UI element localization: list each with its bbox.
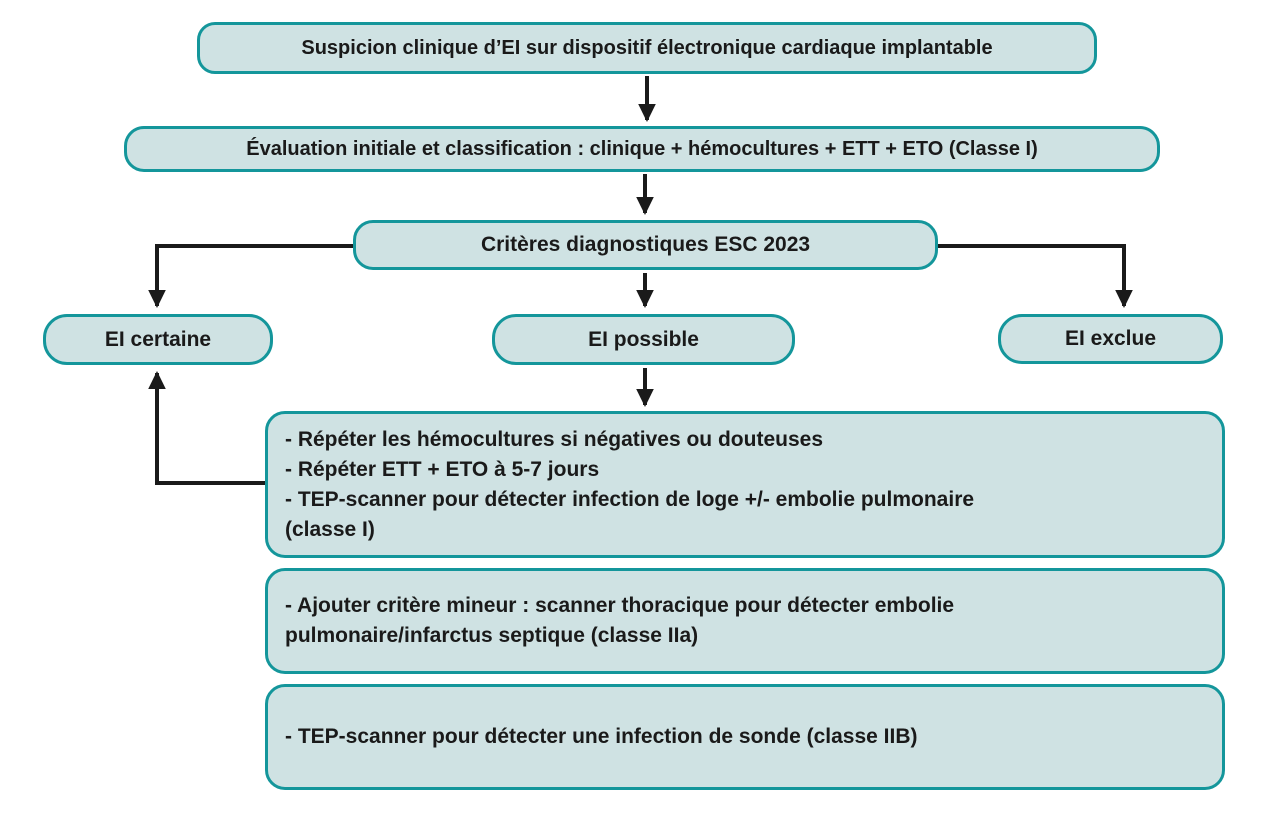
- node-ei-certaine-label: EI certaine: [104, 327, 212, 351]
- node-esc-criteria-label: Critères diagnostiques ESC 2023: [480, 233, 811, 257]
- node-lead-infection: - TEP-scanner pour détecter une infectio…: [265, 684, 1225, 790]
- node-initial-evaluation-label: Évaluation initiale et classification : …: [246, 138, 1038, 160]
- arrow-criteria-to-exclue: [938, 244, 1133, 308]
- node-minor-criterion: - Ajouter critère mineur : scanner thora…: [265, 568, 1225, 674]
- detail-line: pulmonaire/infarctus septique (classe II…: [285, 624, 699, 647]
- node-ei-exclue: EI exclue: [998, 314, 1223, 364]
- node-ei-exclue-label: EI exclue: [1064, 327, 1157, 351]
- arrow-criteria-to-certaine: [148, 244, 353, 308]
- detail-line: (classe I): [285, 517, 375, 541]
- detail-line: - Ajouter critère mineur : scanner thora…: [285, 594, 955, 617]
- node-ei-possible-label: EI possible: [588, 327, 699, 351]
- node-clinical-suspicion: Suspicion clinique d’EI sur dispositif é…: [197, 22, 1097, 74]
- node-ei-possible: EI possible: [492, 314, 795, 365]
- detail-line: - Répéter ETT + ETO à 5-7 jours: [285, 457, 600, 481]
- detail-line: - Répéter les hémocultures si négatives …: [285, 427, 823, 451]
- detail-line: - TEP-scanner pour détecter une infectio…: [285, 725, 918, 748]
- detail-line: - TEP-scanner pour détecter infection de…: [285, 487, 975, 511]
- node-clinical-suspicion-label: Suspicion clinique d’EI sur dispositif é…: [301, 37, 993, 59]
- node-ei-certaine: EI certaine: [43, 314, 273, 365]
- node-initial-evaluation: Évaluation initiale et classification : …: [124, 126, 1160, 172]
- arrow-workup-to-certaine: [148, 371, 265, 485]
- node-repeat-workup: - Répéter les hémocultures si négatives …: [265, 411, 1225, 558]
- node-esc-criteria: Critères diagnostiques ESC 2023: [353, 220, 938, 270]
